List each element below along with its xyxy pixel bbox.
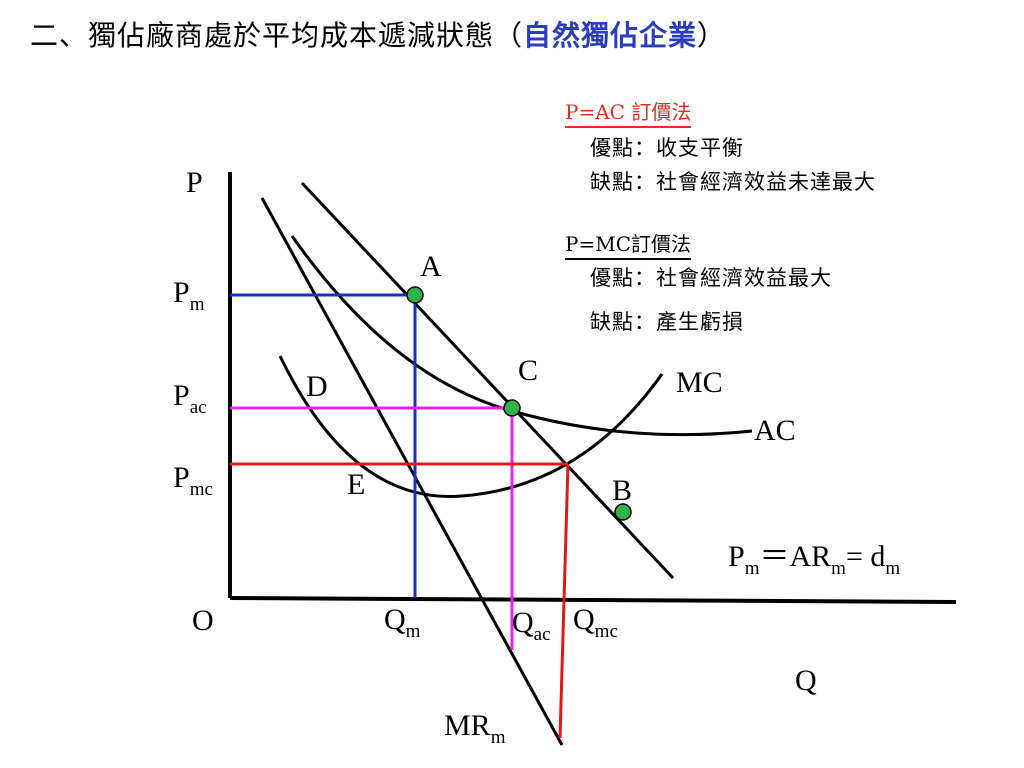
mr-curve: [260, 197, 564, 746]
point-a-marker: [406, 286, 424, 304]
mc-curve-label: MC: [676, 366, 723, 399]
pac-label: Pac: [173, 379, 207, 418]
ac-curve-label: AC: [754, 414, 796, 447]
ac-pricing-heading: P=AC 訂價法: [565, 96, 692, 128]
point-c-marker: [503, 399, 521, 417]
qmc-label: Qmc: [573, 603, 618, 642]
mr-curve-label: MRm: [444, 709, 506, 748]
demand-equation: Pm＝ARm= dm: [728, 540, 900, 579]
point-a-label: A: [420, 250, 442, 283]
ac-curve: [290, 235, 753, 437]
mc-curve: [278, 355, 664, 499]
point-c-label: C: [518, 354, 538, 387]
mc-pricing-pro: 優點：社會經濟效益最大: [590, 266, 832, 290]
point-b-label: B: [612, 474, 632, 507]
page-title: 二、獨佔廠商處於平均成本遞減狀態（自然獨佔企業）: [30, 14, 726, 54]
pm-label: Pm: [173, 276, 205, 315]
point-b-marker: [614, 503, 632, 521]
x-axis: [229, 596, 957, 604]
qm-label: Qm: [384, 603, 421, 642]
x-axis-label: Q: [795, 664, 817, 697]
mc-pricing-heading: P=MC訂價法: [565, 228, 691, 260]
origin-label: O: [192, 604, 214, 637]
demand-curve: [300, 181, 675, 580]
qac-label: Qac: [512, 606, 551, 645]
y-axis-label: P: [186, 166, 203, 199]
mc-pricing-con: 缺點：產生虧損: [590, 310, 744, 334]
pmc-label: Pmc: [173, 461, 213, 500]
qmc-guide-line: [558, 463, 570, 739]
ac-pricing-pro: 優點：收支平衡: [590, 136, 744, 160]
title-prefix: 二、獨佔廠商處於平均成本遞減狀態（: [30, 19, 524, 52]
point-e-label: E: [347, 468, 365, 501]
point-d-label: D: [306, 370, 328, 403]
ac-pricing-con: 缺點：社會經濟效益未達最大: [590, 170, 876, 194]
title-suffix: ）: [697, 19, 727, 52]
title-highlight: 自然獨佔企業: [523, 19, 698, 52]
